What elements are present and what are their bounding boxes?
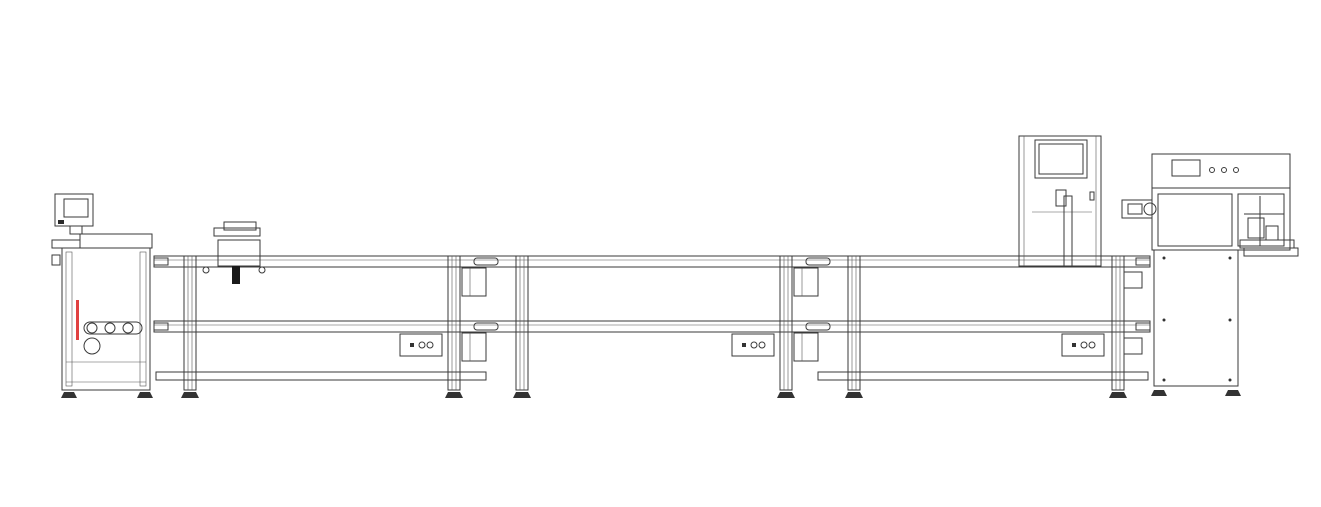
left-frame-post-left — [65, 251, 73, 387]
left-feet — [61, 392, 153, 398]
rail-end-tabs — [153, 257, 1151, 331]
station-module — [461, 322, 499, 362]
hmi-panel-icon — [54, 193, 94, 235]
side-bracket — [51, 239, 81, 249]
support-leg — [181, 255, 199, 398]
support-leg — [1109, 255, 1127, 398]
support-legs — [181, 255, 1127, 398]
support-leg — [445, 255, 463, 398]
motor-icon — [1123, 337, 1143, 355]
left-frame — [61, 247, 151, 391]
touch-screen-icon — [1034, 139, 1088, 179]
left-red-indicator — [76, 300, 79, 340]
left-frame-post-right — [139, 251, 147, 387]
floor-belts — [155, 371, 1149, 381]
right-end-machine — [1121, 153, 1299, 396]
support-leg — [777, 255, 795, 398]
top-band — [79, 233, 153, 249]
left-loading-station — [51, 193, 153, 398]
control-box-icon — [731, 333, 775, 357]
station-module — [793, 322, 831, 362]
control-boxes — [399, 333, 1105, 357]
conveyor-upper-rail — [153, 255, 1151, 268]
left-belt-drive — [83, 321, 143, 355]
station-modules — [461, 257, 831, 362]
motor-icon — [83, 337, 101, 355]
tray-carrier — [202, 221, 266, 284]
station-module — [793, 257, 831, 297]
conveyor-lower-rail — [153, 320, 1151, 333]
motor-icon — [1123, 271, 1143, 289]
side-switch — [51, 254, 61, 266]
inspection-cabinet — [1018, 135, 1102, 267]
control-box-icon — [399, 333, 443, 357]
station-module — [461, 257, 499, 297]
support-leg — [513, 255, 531, 398]
control-box-icon — [1061, 333, 1105, 357]
support-leg — [845, 255, 863, 398]
gripper-icon — [1121, 199, 1157, 219]
